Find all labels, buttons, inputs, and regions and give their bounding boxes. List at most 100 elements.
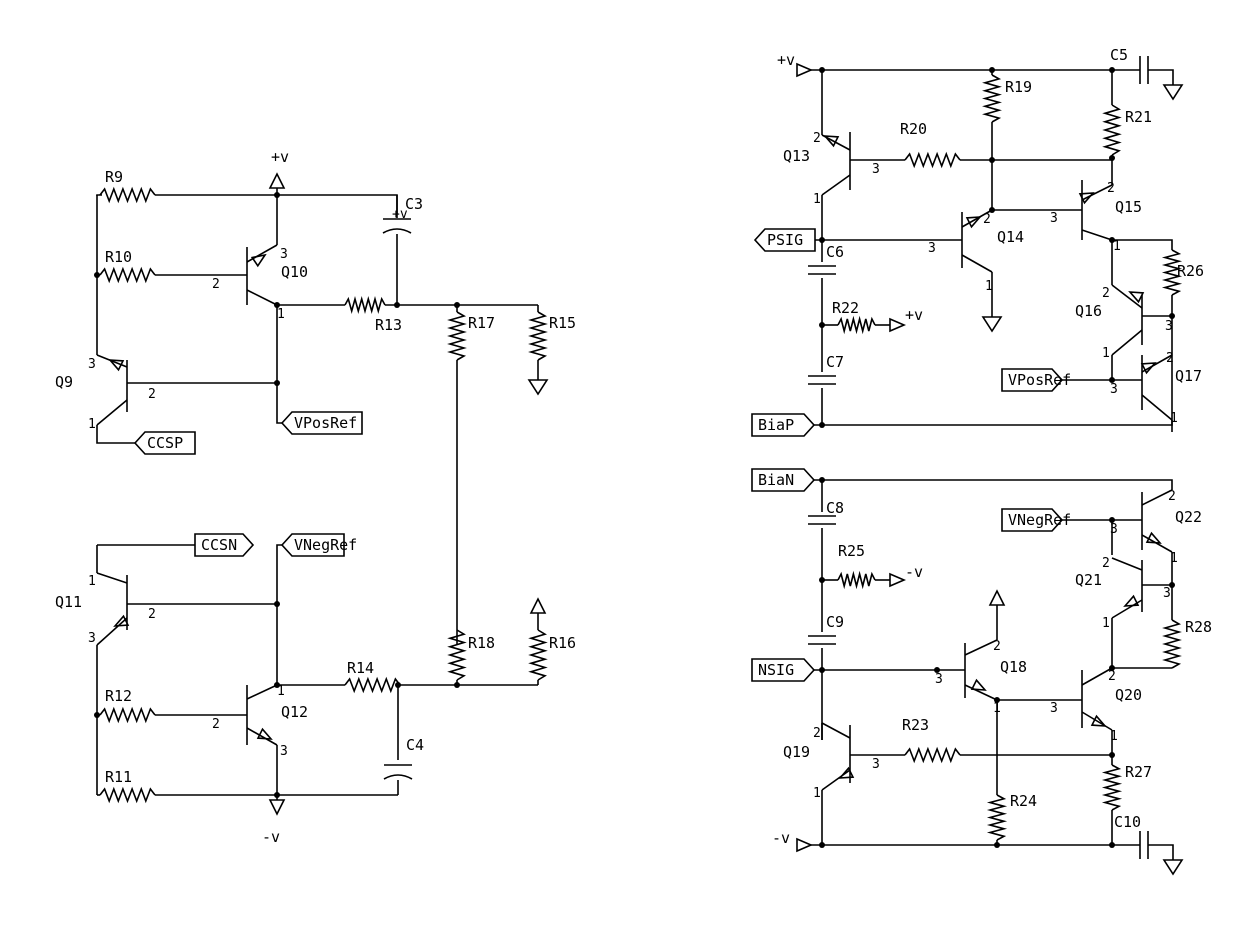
port-biap xyxy=(751,413,816,437)
junction-dot xyxy=(819,322,825,328)
transistor-lead xyxy=(96,572,128,584)
resistor-body xyxy=(99,266,156,284)
transistor-lead xyxy=(1081,229,1113,241)
junction-dot xyxy=(274,192,280,198)
junction-dot xyxy=(994,842,1000,848)
junction-dot xyxy=(819,477,825,483)
junction-dot xyxy=(989,67,995,73)
resistor-R18 xyxy=(447,629,467,681)
transistor-Q15 xyxy=(1078,180,1113,241)
resistor-label: R26 xyxy=(1177,262,1204,280)
wire xyxy=(1112,239,1173,250)
transistor-lead xyxy=(246,244,278,263)
pin-label: 1 xyxy=(813,192,821,207)
port-flag xyxy=(194,533,255,557)
transistor-Q22 xyxy=(1141,489,1173,553)
junction-dot xyxy=(989,157,995,163)
transistor-lead xyxy=(1081,711,1113,731)
resistor-label: R28 xyxy=(1185,618,1212,636)
pin-label: 2 xyxy=(993,639,1001,654)
wire xyxy=(276,544,282,604)
transistor-lead xyxy=(821,722,851,739)
resistor-body xyxy=(99,786,156,804)
capacitor-label: C10 xyxy=(1114,813,1141,831)
resistor-body xyxy=(1101,764,1123,811)
pin-label: 1 xyxy=(993,701,1001,716)
transistor-lead xyxy=(246,684,278,700)
wire xyxy=(814,420,1173,426)
plus-label: +v xyxy=(392,207,408,222)
junction-dot xyxy=(1109,842,1115,848)
capacitor-C10 xyxy=(1139,831,1149,859)
resistor-label: R14 xyxy=(347,659,374,677)
cap-plate xyxy=(382,228,412,234)
resistor-label: R18 xyxy=(468,634,495,652)
pin-label: 1 xyxy=(88,417,96,432)
supply-label: +v xyxy=(777,51,795,69)
capacitor-label: C7 xyxy=(826,353,844,371)
supply-arrow-icon xyxy=(889,317,907,333)
pin-label: 3 xyxy=(1050,211,1058,226)
resistor-body xyxy=(986,794,1008,841)
junction-dot xyxy=(819,667,825,673)
pin-label: 1 xyxy=(277,684,285,699)
transistor-Q20 xyxy=(1081,667,1113,731)
port-label: VPosRef xyxy=(294,414,357,432)
transistor-Q18 xyxy=(964,639,998,701)
ground-icon xyxy=(981,316,1003,333)
ground-icon xyxy=(1162,859,1184,876)
transistor-lead xyxy=(964,684,998,701)
port-flag xyxy=(280,411,363,435)
pin-label: 3 xyxy=(872,757,880,772)
transistor-Q16 xyxy=(1111,284,1145,356)
port-label: BiaP xyxy=(758,416,794,434)
arrow-icon xyxy=(796,62,814,78)
resistor-R17 xyxy=(447,311,467,361)
capacitor-C8 xyxy=(808,515,836,525)
port-label: CCSP xyxy=(147,434,183,452)
wire xyxy=(276,383,282,424)
capacitor-C9 xyxy=(808,635,836,645)
transistor-lead xyxy=(961,209,993,228)
transistor-label: Q14 xyxy=(997,228,1024,246)
transistor-Q19 xyxy=(821,722,855,791)
transistor-lead xyxy=(246,289,278,306)
supply-arrow-icon xyxy=(268,172,286,189)
resistor-label: R27 xyxy=(1125,763,1152,781)
arrow-icon xyxy=(529,597,547,614)
transistor-lead xyxy=(1141,394,1173,421)
pin-label: 3 xyxy=(1050,701,1058,716)
resistor-body xyxy=(837,570,876,590)
transistor-lead xyxy=(1141,489,1173,506)
supply-label: -v xyxy=(905,563,923,581)
capacitor-C5 xyxy=(1139,56,1149,84)
transistor-lead xyxy=(1081,667,1113,686)
resistor-body xyxy=(447,629,467,681)
arrow-icon xyxy=(268,172,286,189)
wire xyxy=(96,425,135,444)
port-nsig xyxy=(751,658,816,682)
transistor-lead xyxy=(964,639,998,656)
pin-label: 2 xyxy=(148,387,156,402)
junction-dot xyxy=(274,682,280,688)
pin-label: 2 xyxy=(1108,669,1116,684)
port-ccsp xyxy=(133,431,196,455)
resistor-R27 xyxy=(1101,764,1123,811)
junction-dot xyxy=(934,667,940,673)
emitter-arrow-icon xyxy=(256,727,273,740)
resistor-label: R22 xyxy=(832,299,859,317)
transistor-label: Q12 xyxy=(281,703,308,721)
port-flag xyxy=(133,431,196,455)
arrow-icon xyxy=(988,589,1006,606)
resistor-label: R9 xyxy=(105,168,123,186)
emitter-arrow-icon xyxy=(1090,714,1107,727)
arrow-icon xyxy=(796,837,814,853)
transistor-Q21 xyxy=(1111,557,1143,619)
emitter-arrow-icon xyxy=(823,135,840,148)
pin-label: 1 xyxy=(1110,729,1118,744)
capacitor-C3 xyxy=(382,218,412,234)
wire xyxy=(1148,69,1174,85)
transistor-label: Q19 xyxy=(783,743,810,761)
pin-label: 3 xyxy=(280,744,288,759)
